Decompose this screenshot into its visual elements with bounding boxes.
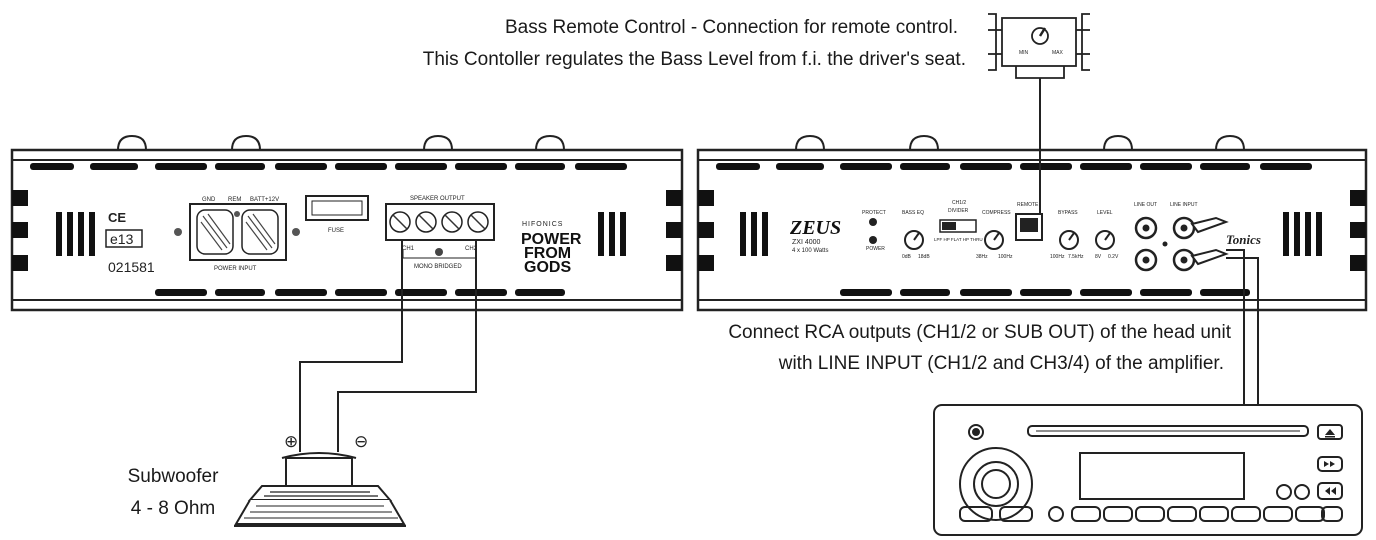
power-led	[869, 236, 877, 244]
rca-note-line1: Connect RCA outputs (CH1/2 or SUB OUT) o…	[728, 322, 1231, 343]
bypass-min: 100Hz	[1050, 254, 1065, 260]
remote-label: REMOTE	[1017, 202, 1039, 208]
compress-min: 38Hz	[976, 254, 988, 260]
model-name: ZEUS	[789, 217, 841, 239]
bypass-label: BYPASS	[1058, 210, 1078, 216]
line-out-label: LINE OUT	[1134, 202, 1157, 208]
level-min: 8V	[1095, 254, 1102, 260]
negative-terminal-icon: ⊖	[354, 432, 368, 452]
subwoofer-label: Subwoofer	[127, 466, 219, 487]
model-watts: 4 x 100 Watts	[792, 248, 828, 254]
protect-label: PROTECT	[862, 210, 886, 216]
ch1-label: CH1	[402, 246, 415, 252]
power-label-batt: BATT+12V	[250, 197, 279, 203]
ch2-label: CH2	[465, 246, 478, 252]
divider-sub-label: DIVIDER	[948, 208, 969, 214]
power-input-terminal	[174, 203, 300, 261]
bass-eq-min: 0dB	[902, 254, 912, 260]
positive-terminal-icon: ⊕	[284, 432, 298, 452]
bass-eq-max: 18dB	[918, 254, 930, 260]
fuse-holder	[305, 195, 369, 221]
rca-note-line2: with LINE INPUT (CH1/2 and CH3/4) of the…	[778, 353, 1224, 374]
fuse-label: FUSE	[328, 228, 344, 234]
wiring	[299, 78, 1259, 452]
bypass-max: 7.5kHz	[1068, 254, 1084, 260]
remote-jack	[1015, 213, 1043, 241]
power-label-rem: REM	[228, 197, 241, 203]
divider-modes: LPF HP FLAT HP THRU	[934, 237, 983, 242]
speaker-output-label: SPEAKER OUTPUT	[410, 196, 465, 202]
head-unit	[933, 404, 1363, 536]
right-amp-vents	[698, 163, 1366, 296]
protect-led	[869, 218, 877, 226]
left-amp-vents	[12, 163, 682, 296]
bass-eq-label: BASS EQ	[902, 210, 924, 216]
mono-bridged-label: MONO BRIDGED	[414, 264, 462, 270]
remote-note-line2: This Contoller regulates the Bass Level …	[422, 49, 966, 70]
e13-box	[105, 229, 143, 248]
level-max: 0.2V	[1108, 254, 1119, 260]
level-label: LEVEL	[1097, 210, 1113, 216]
rca-plugs	[1190, 216, 1229, 266]
slogan-from: FROM	[524, 245, 571, 262]
remote-min: MIN	[1019, 50, 1029, 56]
bass-remote-unit	[988, 13, 1090, 79]
hifonics-brand: HIFONICS	[522, 221, 563, 228]
slogan-power: POWER	[521, 231, 582, 248]
line-input-label: LINE INPUT	[1170, 202, 1198, 208]
power-label-gnd: GND	[202, 197, 216, 203]
divider-switch	[939, 219, 977, 233]
e13-mark: e13	[110, 231, 134, 247]
subwoofer-impedance: 4 - 8 Ohm	[130, 498, 216, 519]
speaker-output-terminal	[385, 203, 495, 259]
ch12-divider-label: CH1/2	[952, 200, 966, 206]
serial-number: 021581	[108, 259, 155, 275]
remote-max: MAX	[1052, 50, 1064, 56]
model-number: ZXI 4000	[792, 239, 821, 246]
remote-note-line1: Bass Remote Control - Connection for rem…	[504, 17, 958, 38]
subwoofer-speaker	[234, 452, 406, 527]
head-unit-symbols	[1324, 429, 1336, 495]
tonics-brand: Tonics	[1226, 232, 1261, 247]
power-label: POWER	[866, 246, 885, 252]
power-input-label: POWER INPUT	[214, 266, 257, 272]
compress-label: COMPRESS	[982, 210, 1011, 216]
slogan-gods: GODS	[524, 259, 571, 276]
ce-mark: CE	[108, 210, 126, 225]
compress-max: 100Hz	[998, 254, 1013, 260]
